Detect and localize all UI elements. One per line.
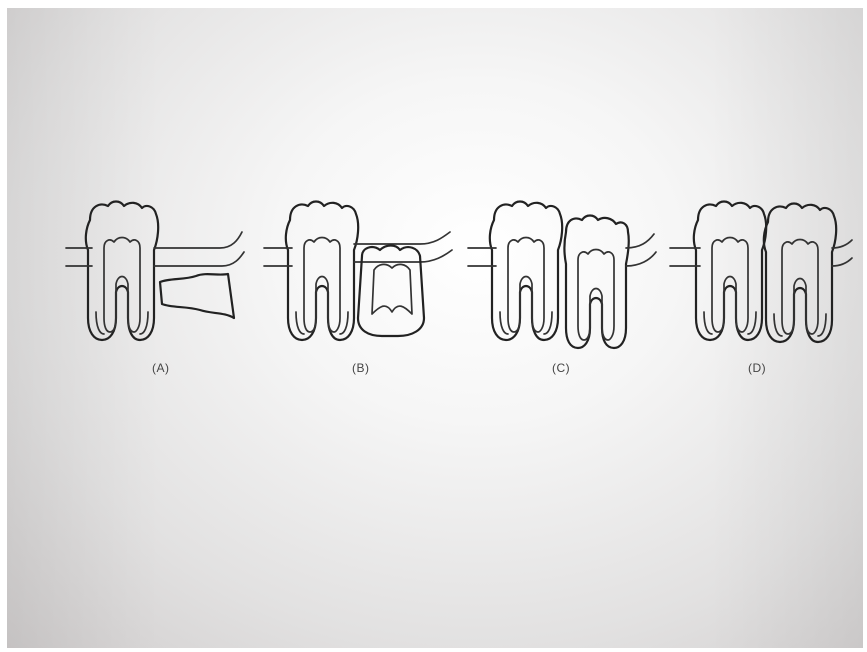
- panel-b-drawing: [264, 202, 452, 341]
- panel-c-label: (C): [552, 361, 570, 375]
- panel-a-label: (A): [152, 361, 170, 375]
- panel-a-drawing: [66, 202, 244, 341]
- panel-b-label: (B): [352, 361, 370, 375]
- panel-d-label: (D): [748, 361, 766, 375]
- panel-d-drawing: [670, 202, 852, 343]
- panel-c-drawing: [468, 202, 656, 349]
